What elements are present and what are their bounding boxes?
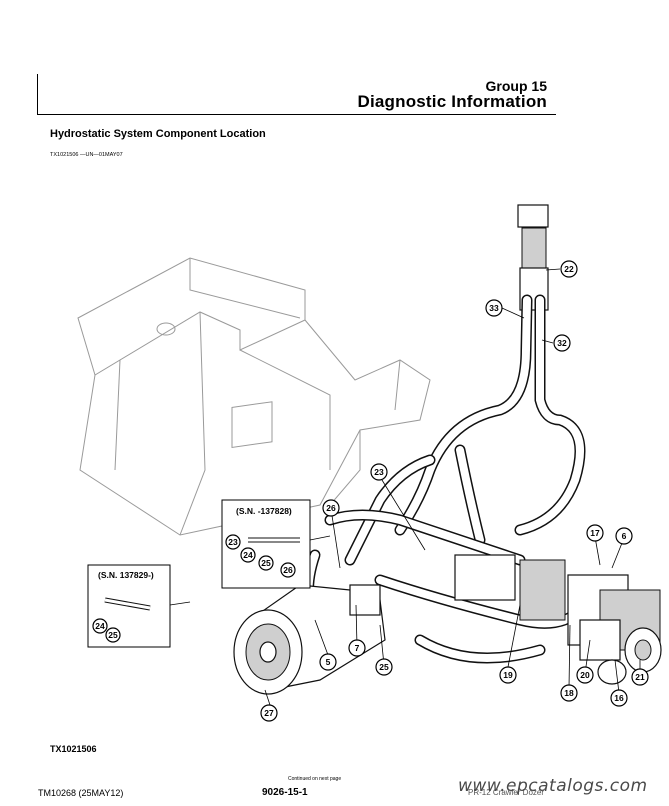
svg-text:24: 24	[243, 550, 253, 560]
inset-early-callout-25: 25	[258, 555, 274, 571]
callout-18: 18	[560, 684, 578, 702]
figure-reference: TX1021506 —UN—01MAY07	[50, 152, 123, 158]
inset-early-callout-24: 24	[240, 547, 256, 563]
svg-text:21: 21	[635, 672, 645, 682]
svg-text:23: 23	[374, 467, 384, 477]
pump-assembly	[454, 554, 662, 685]
inset-late-serial: (S.N. 137829-)	[87, 564, 191, 648]
svg-text:6: 6	[622, 531, 627, 541]
svg-text:19: 19	[503, 670, 513, 680]
group-label: Group 15	[485, 78, 547, 94]
watermark: www.epcatalogs.com	[458, 776, 648, 796]
footer-page-number: 9026-15-1	[262, 787, 308, 798]
svg-text:26: 26	[326, 503, 336, 513]
callout-6: 6	[615, 527, 633, 545]
callout-21: 21	[631, 668, 649, 686]
svg-text:7: 7	[355, 643, 360, 653]
drive-motor	[233, 584, 386, 695]
inset-early-callout-26: 26	[280, 562, 296, 578]
svg-text:25: 25	[108, 630, 118, 640]
callout-27: 27	[260, 704, 278, 722]
svg-text:20: 20	[580, 670, 590, 680]
callout-26: 26	[322, 499, 340, 517]
ghost-frame	[77, 257, 431, 536]
callout-17: 17	[586, 524, 604, 542]
svg-text:18: 18	[564, 688, 574, 698]
svg-text:24: 24	[95, 621, 105, 631]
leader-lines	[264, 268, 641, 706]
inset-early-callout-23: 23	[225, 534, 241, 550]
inset-early-serial: (S.N. -137828)	[221, 499, 331, 589]
inset-label-late: (S.N. 137829-)	[98, 570, 154, 580]
callout-33: 33	[485, 299, 503, 317]
svg-text:26: 26	[283, 565, 293, 575]
cylinder-assembly	[303, 204, 586, 664]
svg-text:5: 5	[326, 657, 331, 667]
svg-text:23: 23	[228, 537, 238, 547]
svg-text:33: 33	[489, 303, 499, 313]
callout-16: 16	[610, 689, 628, 707]
callout-23: 23	[370, 463, 388, 481]
svg-text:16: 16	[614, 693, 624, 703]
footer-document-id: TM10268 (25MAY12)	[38, 788, 124, 798]
header-divider	[37, 114, 556, 115]
inset-label-early: (S.N. -137828)	[236, 506, 292, 516]
inset-late-callout-24: 24	[92, 618, 108, 634]
callout-32: 32	[553, 334, 571, 352]
callout-25: 25	[375, 658, 393, 676]
svg-text:17: 17	[590, 528, 600, 538]
svg-text:32: 32	[557, 338, 567, 348]
page-heading: Hydrostatic System Component Location	[50, 128, 266, 140]
svg-text:22: 22	[564, 264, 574, 274]
callout-7: 7	[348, 639, 366, 657]
svg-text:25: 25	[261, 558, 271, 568]
svg-text:25: 25	[379, 662, 389, 672]
inset-late-callout-25: 25	[105, 627, 121, 643]
figure-id: TX1021506	[50, 744, 97, 754]
callout-22: 22	[560, 260, 578, 278]
callout-5: 5	[319, 653, 337, 671]
callout-20: 20	[576, 666, 594, 684]
continued-note: Continued on next page	[288, 776, 342, 782]
svg-text:27: 27	[264, 708, 274, 718]
footer-machine: PR-12 Crawler Dozer	[468, 788, 545, 797]
header-rule	[37, 74, 38, 114]
section-title: Diagnostic Information	[357, 92, 547, 111]
callout-19: 19	[499, 666, 517, 684]
